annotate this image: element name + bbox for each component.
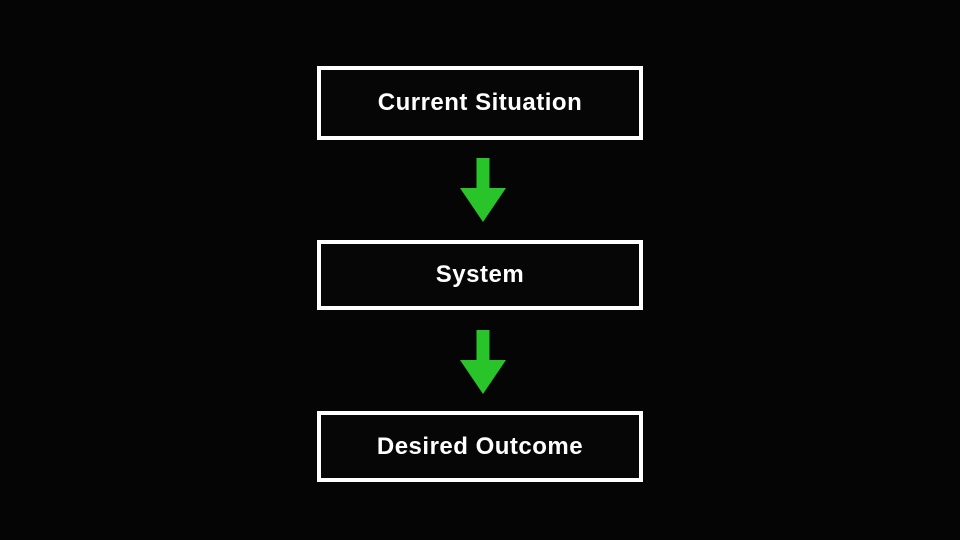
node-desired-outcome: Desired Outcome xyxy=(317,411,643,482)
node-system: System xyxy=(317,240,643,310)
down-arrow-shaft xyxy=(476,330,490,364)
down-arrow-shaft xyxy=(476,158,490,192)
down-arrow-icon xyxy=(460,330,506,394)
down-arrow-head xyxy=(460,360,506,394)
node-label: Desired Outcome xyxy=(376,432,584,460)
node-current-situation: Current Situation xyxy=(317,66,643,140)
node-label: System xyxy=(435,261,525,288)
down-arrow-head xyxy=(460,188,506,222)
node-label: Current Situation xyxy=(377,89,583,116)
down-arrow-icon xyxy=(460,158,506,222)
